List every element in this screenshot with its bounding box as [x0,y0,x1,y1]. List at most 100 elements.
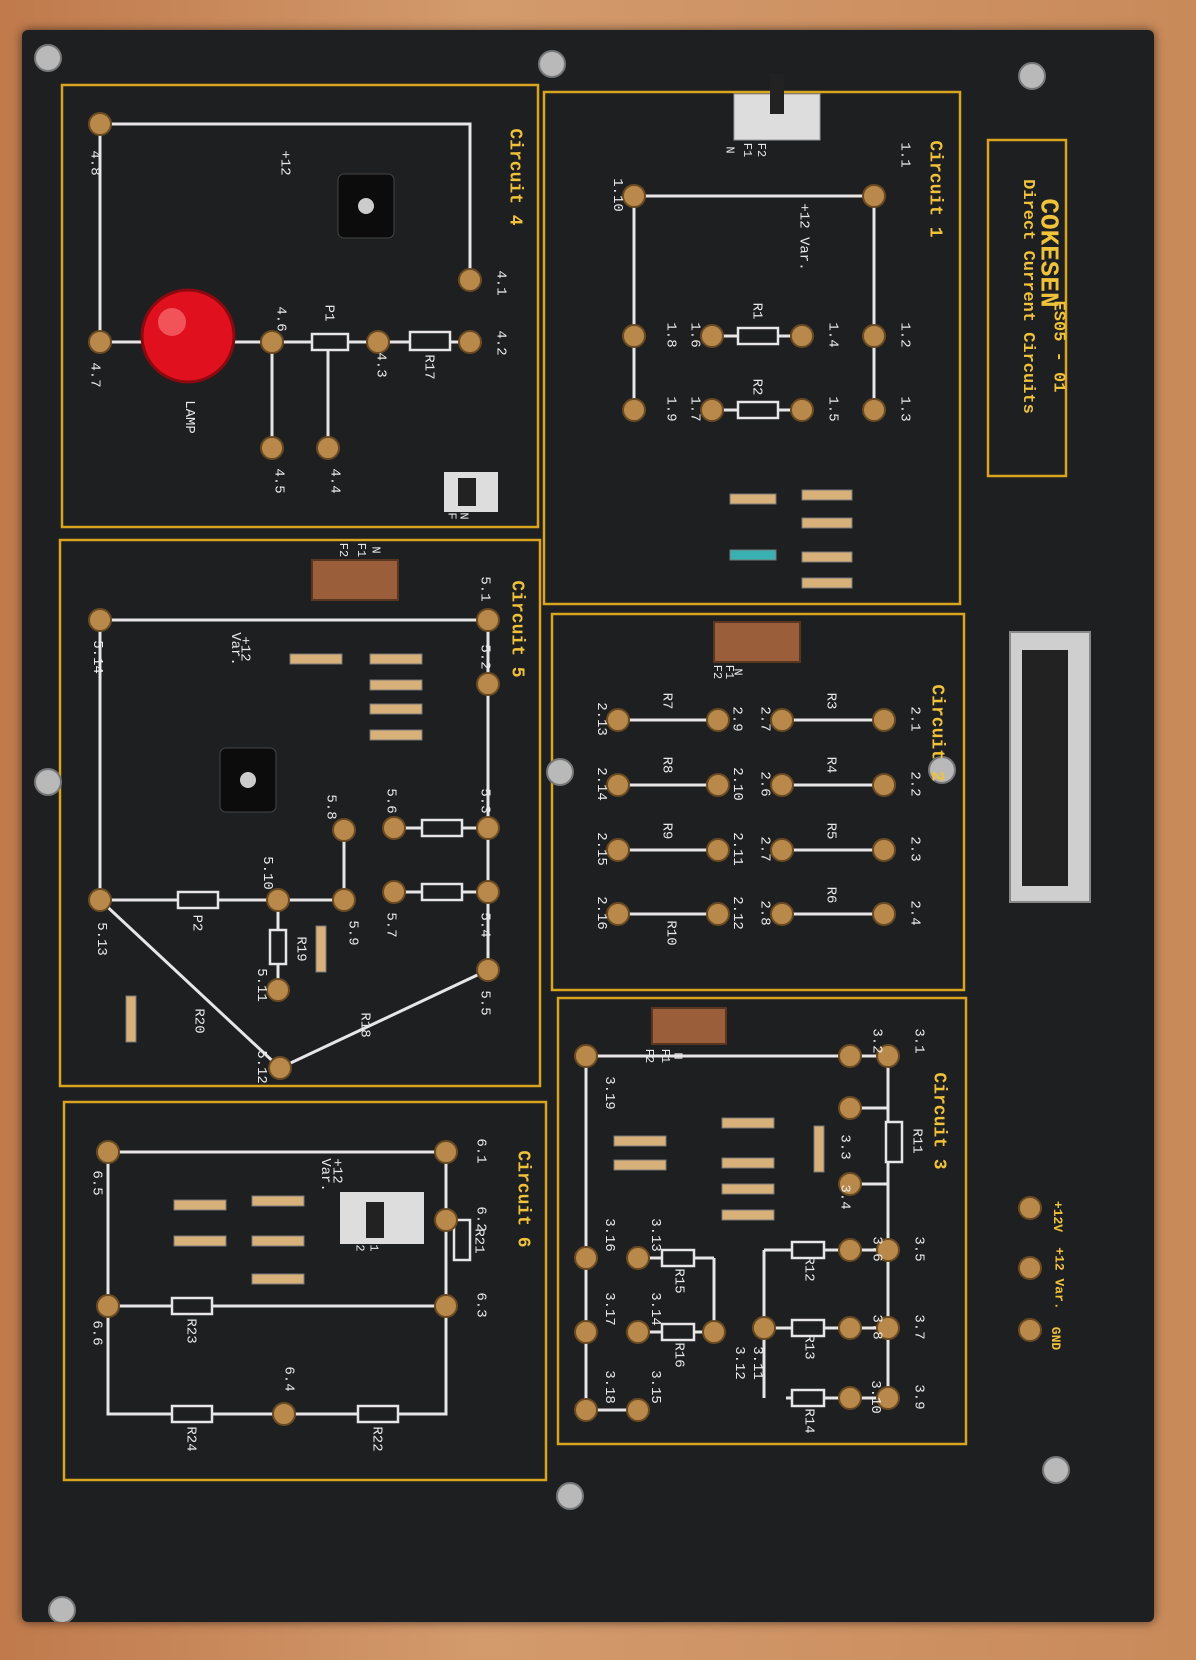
circuit1-title: Circuit 1 [924,140,945,238]
terminal-label: 4.4 [326,468,343,494]
c4-switch-n: N [456,512,471,520]
terminal-label: 2.11 [728,832,745,866]
brand-title: Direct Current Circuits [1017,179,1037,414]
r4-label: R4 [822,756,839,774]
terminal-label: 3.16 [600,1218,617,1252]
terminal-label: 5.4 [476,912,493,938]
c3-switch-n: N [670,1052,685,1060]
circuit-trainer-board: COKESEN ES05 - 01 Direct Current Circuit… [22,30,1154,1622]
r11-label: R11 [908,1128,925,1154]
terminal-label: 6.3 [472,1292,489,1318]
terminal-label: 2.9 [728,706,745,732]
circuit5-title: Circuit 5 [506,580,527,678]
terminal-label: 6.2 [472,1206,489,1232]
r2-label: R2 [748,378,765,396]
r7-label: R7 [658,692,675,710]
circuit4-title: Circuit 4 [504,128,525,226]
circuit5-frame [58,538,542,1088]
terminal-label: 5.1 [476,576,493,602]
terminal-label: 2.14 [592,767,609,801]
brand-model: ES05 - 01 [1048,300,1068,393]
terminal-label: 2.7 [756,836,773,862]
terminal-label: 1.10 [608,178,625,212]
c3-switch-f2: F2 [642,1048,657,1064]
terminal-label: 5.2 [476,644,493,670]
c1-supply-label: +12 Var. [795,203,812,271]
terminal-label: 3.6 [868,1236,885,1262]
c6-switch-1: 1 [366,1244,381,1252]
board-graphics [34,44,1091,1622]
terminal-label: 6.6 [88,1320,105,1346]
terminal-label: 2.12 [728,896,745,930]
terminal-label: 1.2 [896,322,913,348]
terminal-label: 3.1 [910,1028,927,1054]
c4-switch-f: F [444,512,459,520]
terminal-label: 5.9 [344,920,361,946]
terminal-label: 1.7 [686,396,703,422]
r22-label: R22 [368,1426,385,1452]
r12-label: R12 [800,1256,817,1282]
terminal-label: 1.6 [686,322,703,348]
terminal-label: 3.15 [646,1370,663,1404]
r16-label: R16 [670,1342,687,1368]
r3-label: R3 [822,692,839,710]
c6-switch-2: 2 [352,1244,367,1252]
r19-label: R19 [292,936,309,962]
c5-switch-f1: F1 [354,542,369,558]
circuit2-selector[interactable] [713,621,801,663]
terminal-label: 5.7 [382,912,399,938]
brand-name: COKESEN [1033,198,1064,308]
terminal-label: 2.6 [756,771,773,797]
terminal-label: 6.1 [472,1138,489,1164]
circuit3-frame [556,996,968,1446]
c1-switch-f1: F1 [740,142,755,158]
circuit5-selector[interactable] [311,559,399,601]
terminal-label: 5.11 [252,968,269,1002]
r13-label: R13 [800,1334,817,1360]
power-gnd-label: GND [1048,1326,1064,1351]
r15-label: R15 [670,1268,687,1294]
power-12var-label: +12 Var. [1051,1247,1067,1310]
r1-label: R1 [748,302,765,320]
p1-label: P1 [320,304,337,322]
c1-switch-n: N [722,146,737,154]
terminal-label: 4.2 [492,330,509,356]
terminal-label: 3.13 [646,1218,663,1252]
r14-label: R14 [800,1408,817,1434]
terminal-label: 2.3 [906,836,923,862]
circuit3-title: Circuit 3 [928,1072,949,1170]
r5-label: R5 [822,822,839,840]
circuit3-selector[interactable] [651,1007,727,1045]
lamp-label: LAMP [180,400,197,434]
lamp-icon[interactable] [140,288,236,384]
terminal-label: 5.14 [88,640,105,674]
r9-label: R9 [658,822,675,840]
terminal-label: 2.4 [906,900,923,926]
r21-label: R21 [470,1228,487,1254]
terminal-label: 6.4 [280,1366,297,1392]
terminal-label: 5.6 [382,788,399,814]
terminal-label: 5.3 [476,788,493,814]
terminal-label: 4.5 [270,468,287,494]
terminal-label: 4.1 [492,270,509,296]
terminal-label: 5.5 [476,990,493,1016]
circuit2-title: Circuit 2 [926,684,947,782]
terminal-label: 2.10 [728,767,745,801]
terminal-label: 1.3 [896,396,913,422]
terminal-label: 2.15 [592,832,609,866]
terminal-label: 1.9 [662,396,679,422]
terminal-label: 1.5 [824,396,841,422]
terminal-label: 3.19 [600,1076,617,1110]
terminal-label: 5.8 [322,794,339,820]
terminal-label: 4.8 [86,150,103,176]
r20-label: R20 [190,1008,207,1034]
terminal-label: 4.7 [86,362,103,388]
c3-switch-f1: F1 [658,1048,673,1064]
terminal-label: 2.13 [592,702,609,736]
terminal-label: 4.3 [372,352,389,378]
circuit1-frame [542,90,962,606]
terminal-label: 5.12 [252,1050,269,1084]
terminal-label: 2.16 [592,896,609,930]
c6-var-label: Var. [316,1158,333,1192]
c2-switch-f1: F1 [722,664,737,680]
